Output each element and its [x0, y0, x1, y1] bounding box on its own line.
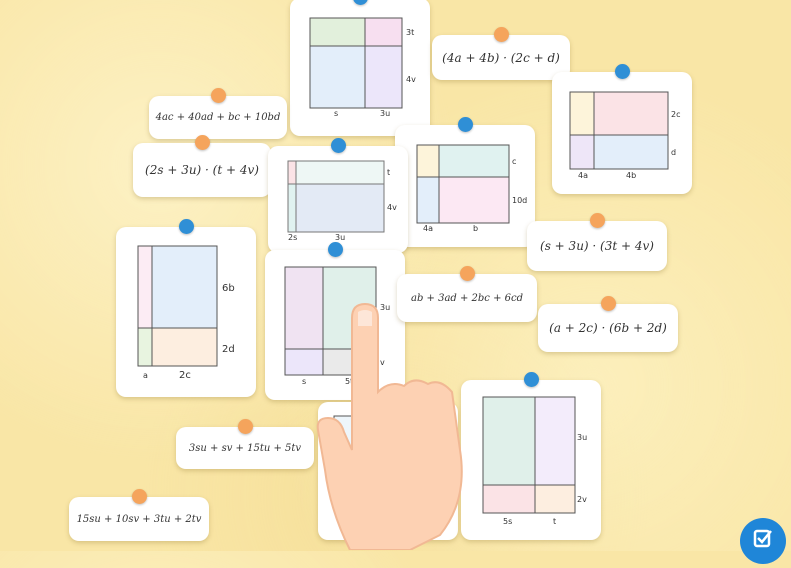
diagram-card-7[interactable]: 3u 2v 5s t [461, 372, 601, 540]
submit-button[interactable] [740, 518, 786, 564]
expression-text: (2s + 3u) · (t + 4v) [145, 163, 259, 177]
label-right-2: 2v [577, 495, 587, 504]
diagram-card-3[interactable]: c 10d 4a b [395, 117, 535, 247]
label-right-1: c [512, 157, 516, 166]
area-model-diagram: 3u 2v 5s t [482, 396, 587, 526]
area-model-diagram: c 10d 4a b [416, 144, 527, 233]
expression-card-3[interactable]: (2s + 3u) · (t + 4v) [133, 135, 271, 197]
diagram-card-1[interactable]: 3t 4v s 3u [290, 0, 430, 136]
expression-card-5[interactable]: ab + 3ad + 2bc + 6cd [397, 266, 537, 322]
label-bottom-1: s [334, 109, 338, 118]
label-right-1: 3t [406, 28, 414, 37]
expression-card-6[interactable]: (a + 2c) · (6b + 2d) [538, 296, 678, 352]
diagram-card-5[interactable]: 6b 2d a 2c [116, 219, 256, 397]
pin-orange [494, 27, 509, 42]
pin-orange [460, 266, 475, 281]
expression-card-2[interactable]: 4ac + 40ad + bc + 10bd [149, 88, 287, 139]
label-bottom-1: 2s [288, 233, 297, 242]
pin-blue [524, 372, 539, 387]
pin-orange [211, 88, 226, 103]
expression-text: (4a + 4b) · (2c + d) [442, 50, 560, 65]
label-bottom-2: 3u [380, 109, 390, 118]
diagram-card-6[interactable]: 3u v s 5t [265, 242, 405, 400]
diagram-card-2[interactable]: 2c d 4a 4b [552, 64, 692, 194]
expression-text: 15su + 10sv + 3tu + 2tv [76, 513, 202, 525]
label-bottom-1: 4a [578, 171, 588, 180]
diagram-card-4[interactable]: t 4v 2s 3u [268, 138, 408, 253]
label-bottom-2: 5t [345, 377, 353, 386]
label-right-2: 4v [387, 203, 397, 212]
expression-card-1[interactable]: (4a + 4b) · (2c + d) [432, 27, 570, 80]
label-bottom-1: s [302, 377, 306, 386]
expression-card-7[interactable]: 3su + sv + 15tu + 5tv [176, 419, 314, 469]
label-bottom-2: 2c [179, 370, 191, 381]
area-model-diagram: 3t 4v s 3u [309, 17, 416, 118]
expression-card-8[interactable]: 15su + 10sv + 3tu + 2tv [69, 489, 209, 541]
label-right-2: d [671, 148, 676, 157]
pin-orange [195, 135, 210, 150]
label-bottom-1: a [143, 371, 148, 380]
label-bottom-2: 3u [335, 233, 345, 242]
pin-orange [238, 419, 253, 434]
label-bottom-1: 4a [423, 224, 433, 233]
pin-blue [179, 219, 194, 234]
label-bottom-2: 4b [626, 171, 636, 180]
expression-card-4[interactable]: (s + 3u) · (3t + 4v) [527, 213, 667, 271]
area-model-diagram: 3u v s 5t [284, 266, 390, 386]
pin-blue [331, 138, 346, 153]
label-bottom-2: b [473, 224, 478, 233]
label-right-2: 2d [222, 344, 235, 355]
label-right-2: v [380, 358, 385, 367]
area-model-diagram: 6b 2d a 2c [137, 245, 235, 381]
label-bottom-2: t [553, 517, 556, 526]
label-right-1: t [387, 168, 390, 177]
pin-blue [328, 242, 343, 257]
pin-blue [458, 117, 473, 132]
label-right-2: 4v [406, 75, 416, 84]
pin-orange [132, 489, 147, 504]
expression-text: (s + 3u) · (3t + 4v) [540, 239, 654, 253]
expression-text: 3su + sv + 15tu + 5tv [188, 442, 302, 454]
pointing-hand-icon [316, 302, 463, 550]
area-model-diagram: t 4v 2s 3u [287, 160, 397, 242]
pin-orange [590, 213, 605, 228]
expression-text: ab + 3ad + 2bc + 6cd [410, 292, 524, 304]
area-model-diagram: 2c d 4a 4b [569, 91, 681, 180]
expression-text: 4ac + 40ad + bc + 10bd [155, 112, 281, 123]
label-right-2: 10d [512, 196, 527, 205]
expression-text: (a + 2c) · (6b + 2d) [549, 321, 667, 335]
label-bottom-1: 5s [503, 517, 512, 526]
label-right-1: 3u [577, 433, 587, 442]
label-right-1: 6b [222, 283, 235, 294]
label-right-1: 3u [380, 303, 390, 312]
pin-blue [615, 64, 630, 79]
label-right-1: 2c [671, 110, 681, 119]
pin-orange [601, 296, 616, 311]
pin-blue [353, 0, 368, 5]
check-icon [753, 529, 772, 548]
